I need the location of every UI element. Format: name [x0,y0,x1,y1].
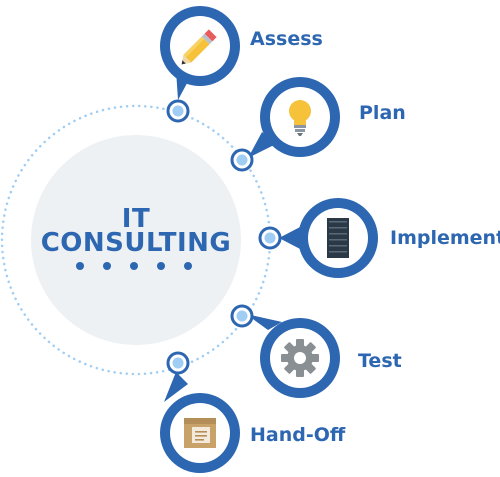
center-dots [76,262,192,270]
test-bubble-tail [246,314,282,330]
center-title-line2: CONSULTING [40,228,232,258]
lightbulb-icon [289,100,311,136]
center-circle [31,135,241,345]
gear-icon [281,339,319,377]
folder-icon [184,418,216,448]
step-label-implement: Implement [390,227,500,249]
server-icon [327,218,349,258]
step-label-assess: Assess [250,28,323,50]
implement-bubble-tail [279,226,302,250]
pencil-icon [181,29,217,65]
step-hand-off [160,351,240,473]
step-label-test: Test [358,350,402,372]
step-label-plan: Plan [359,102,406,124]
step-implement [258,198,378,278]
step-assess [160,6,240,123]
step-plan [230,77,340,172]
center-title-line1: IT [121,204,151,234]
step-test [230,304,340,398]
step-label-hand-off: Hand-Off [250,424,346,446]
hand-off-bubble-tail [164,372,188,402]
